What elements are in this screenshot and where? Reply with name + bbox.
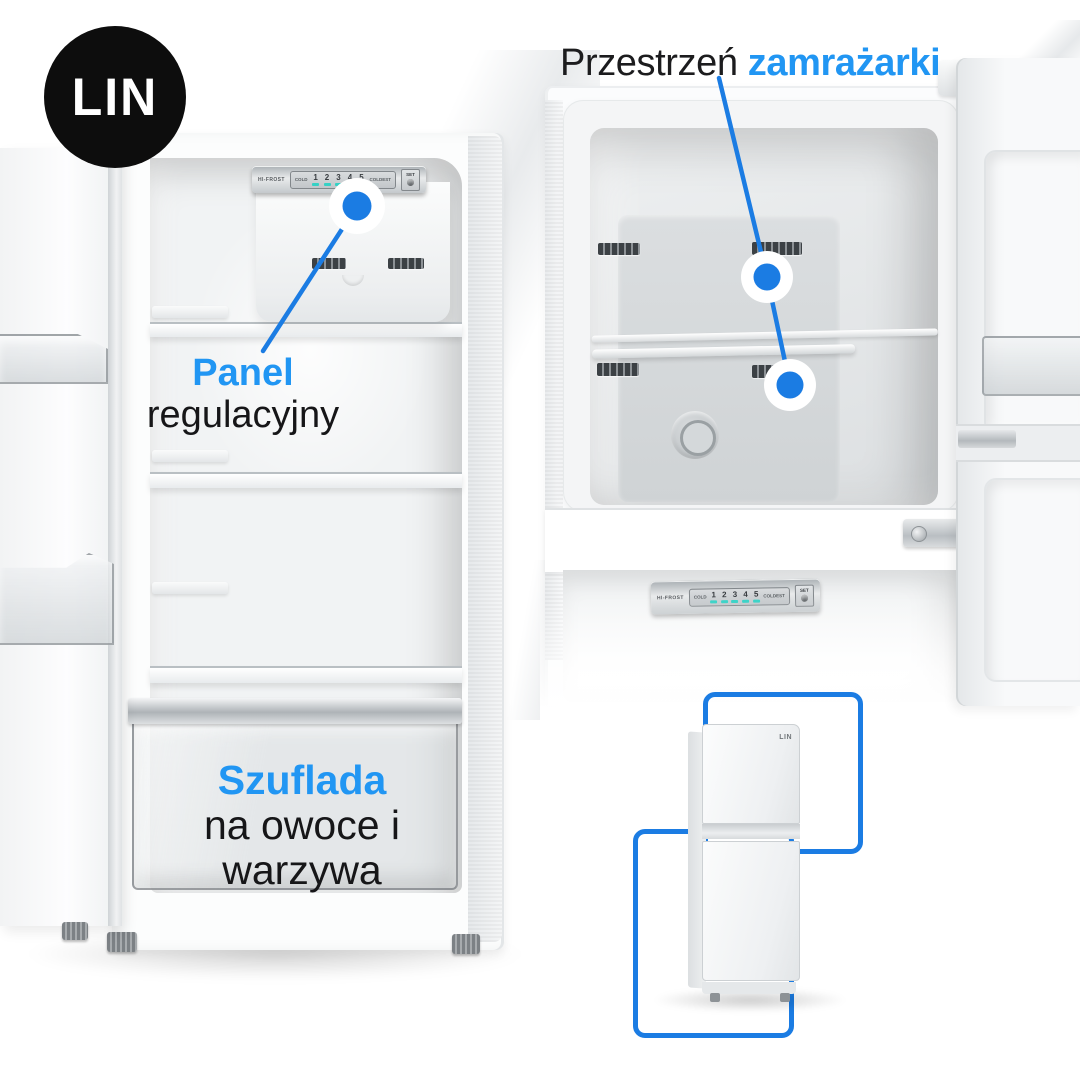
drawer-glass [132,720,458,890]
freezer-section-title: Przestrzeń zamrażarki [560,42,980,85]
temp-level: 1 [312,173,320,186]
shelf-bracket [152,306,228,318]
min-label: COLD [294,177,308,182]
door-bin [982,336,1080,396]
temp-level: 4 [346,173,354,186]
fridge-shelf [150,322,462,337]
hinge-pin [911,526,927,542]
door-foot [62,922,88,940]
door-hinge-bracket [958,430,1016,448]
panel-label-black: regulacyjny [146,393,340,436]
temperature-scale: COLD 1 2 3 4 5 COLDEST [289,170,396,189]
vent-slot [598,243,640,255]
set-knob [407,178,414,186]
door-inner-recess [984,478,1080,682]
left-fridge-side-wall [468,136,502,942]
mini-freezer-door: LIN [702,724,800,824]
thermostat-dial [680,420,716,456]
freezer-door-open [956,58,1080,706]
vent-slot [597,363,639,376]
temp-level: 2 [323,173,331,186]
vent-slot [752,242,802,255]
set-button: SET [401,168,420,191]
max-label: COLDEST [369,177,391,182]
mini-fridge-logo: LIN [779,734,792,741]
panel-label-blue: Panel [192,352,294,394]
panel-brand-label: HI-FROST [258,176,285,183]
shelf-front-bar [592,344,856,359]
title-blue-part: zamrażarki [747,42,941,84]
fridge-foot [452,934,480,954]
fridge-shelf [150,666,462,683]
mini-handle-recess [702,824,800,839]
drawer-rail [128,698,462,724]
shelf-bracket [152,450,228,462]
shelf-bracket [152,582,228,594]
mini-fridge-base [702,982,796,994]
door-edge [108,148,122,926]
drawer-callout-label: Szuflada na owoce i warzywa [128,757,476,894]
level-indicator [312,182,320,186]
door-bin [0,334,108,384]
mini-fridge-door [702,841,800,981]
fridge-shelf [150,472,462,488]
evaporator-housing [256,182,450,322]
drawer-label-black: na owoce i warzywa [203,802,400,894]
brand-logo-text: LIN [71,67,159,127]
shelf-back-bar [591,328,938,343]
vent-slot [388,258,424,269]
level-indicator [346,182,354,186]
temp-level: 3 [335,173,343,186]
level-indicator [335,182,343,186]
thermostat-knob [671,411,719,459]
vent-slot [312,258,346,269]
panel-callout-label: Panel regulacyjny [123,352,363,437]
temp-level: 5 [357,173,365,186]
mini-fridge-foot [710,993,720,1002]
brand-logo: LIN [44,26,186,168]
fridge-foot [107,932,137,952]
housing-notch [342,275,364,286]
freezer-shelf [591,324,939,365]
mini-fridge: LIN [688,724,800,1002]
level-indicator [323,182,331,186]
left-fridge-door [0,148,122,926]
vent-slot [752,365,792,378]
control-panel: HI-FROST COLD 1 2 3 4 5 COLDEST SET [252,166,426,193]
level-indicator [357,182,365,186]
crisper-drawer [128,698,462,890]
door-bin [0,553,114,645]
title-black-part: Przestrzeń [560,42,748,84]
drawer-label-blue: Szuflada [217,757,387,803]
mini-fridge-foot [780,993,790,1002]
right-fridge-side-wall [545,100,563,660]
